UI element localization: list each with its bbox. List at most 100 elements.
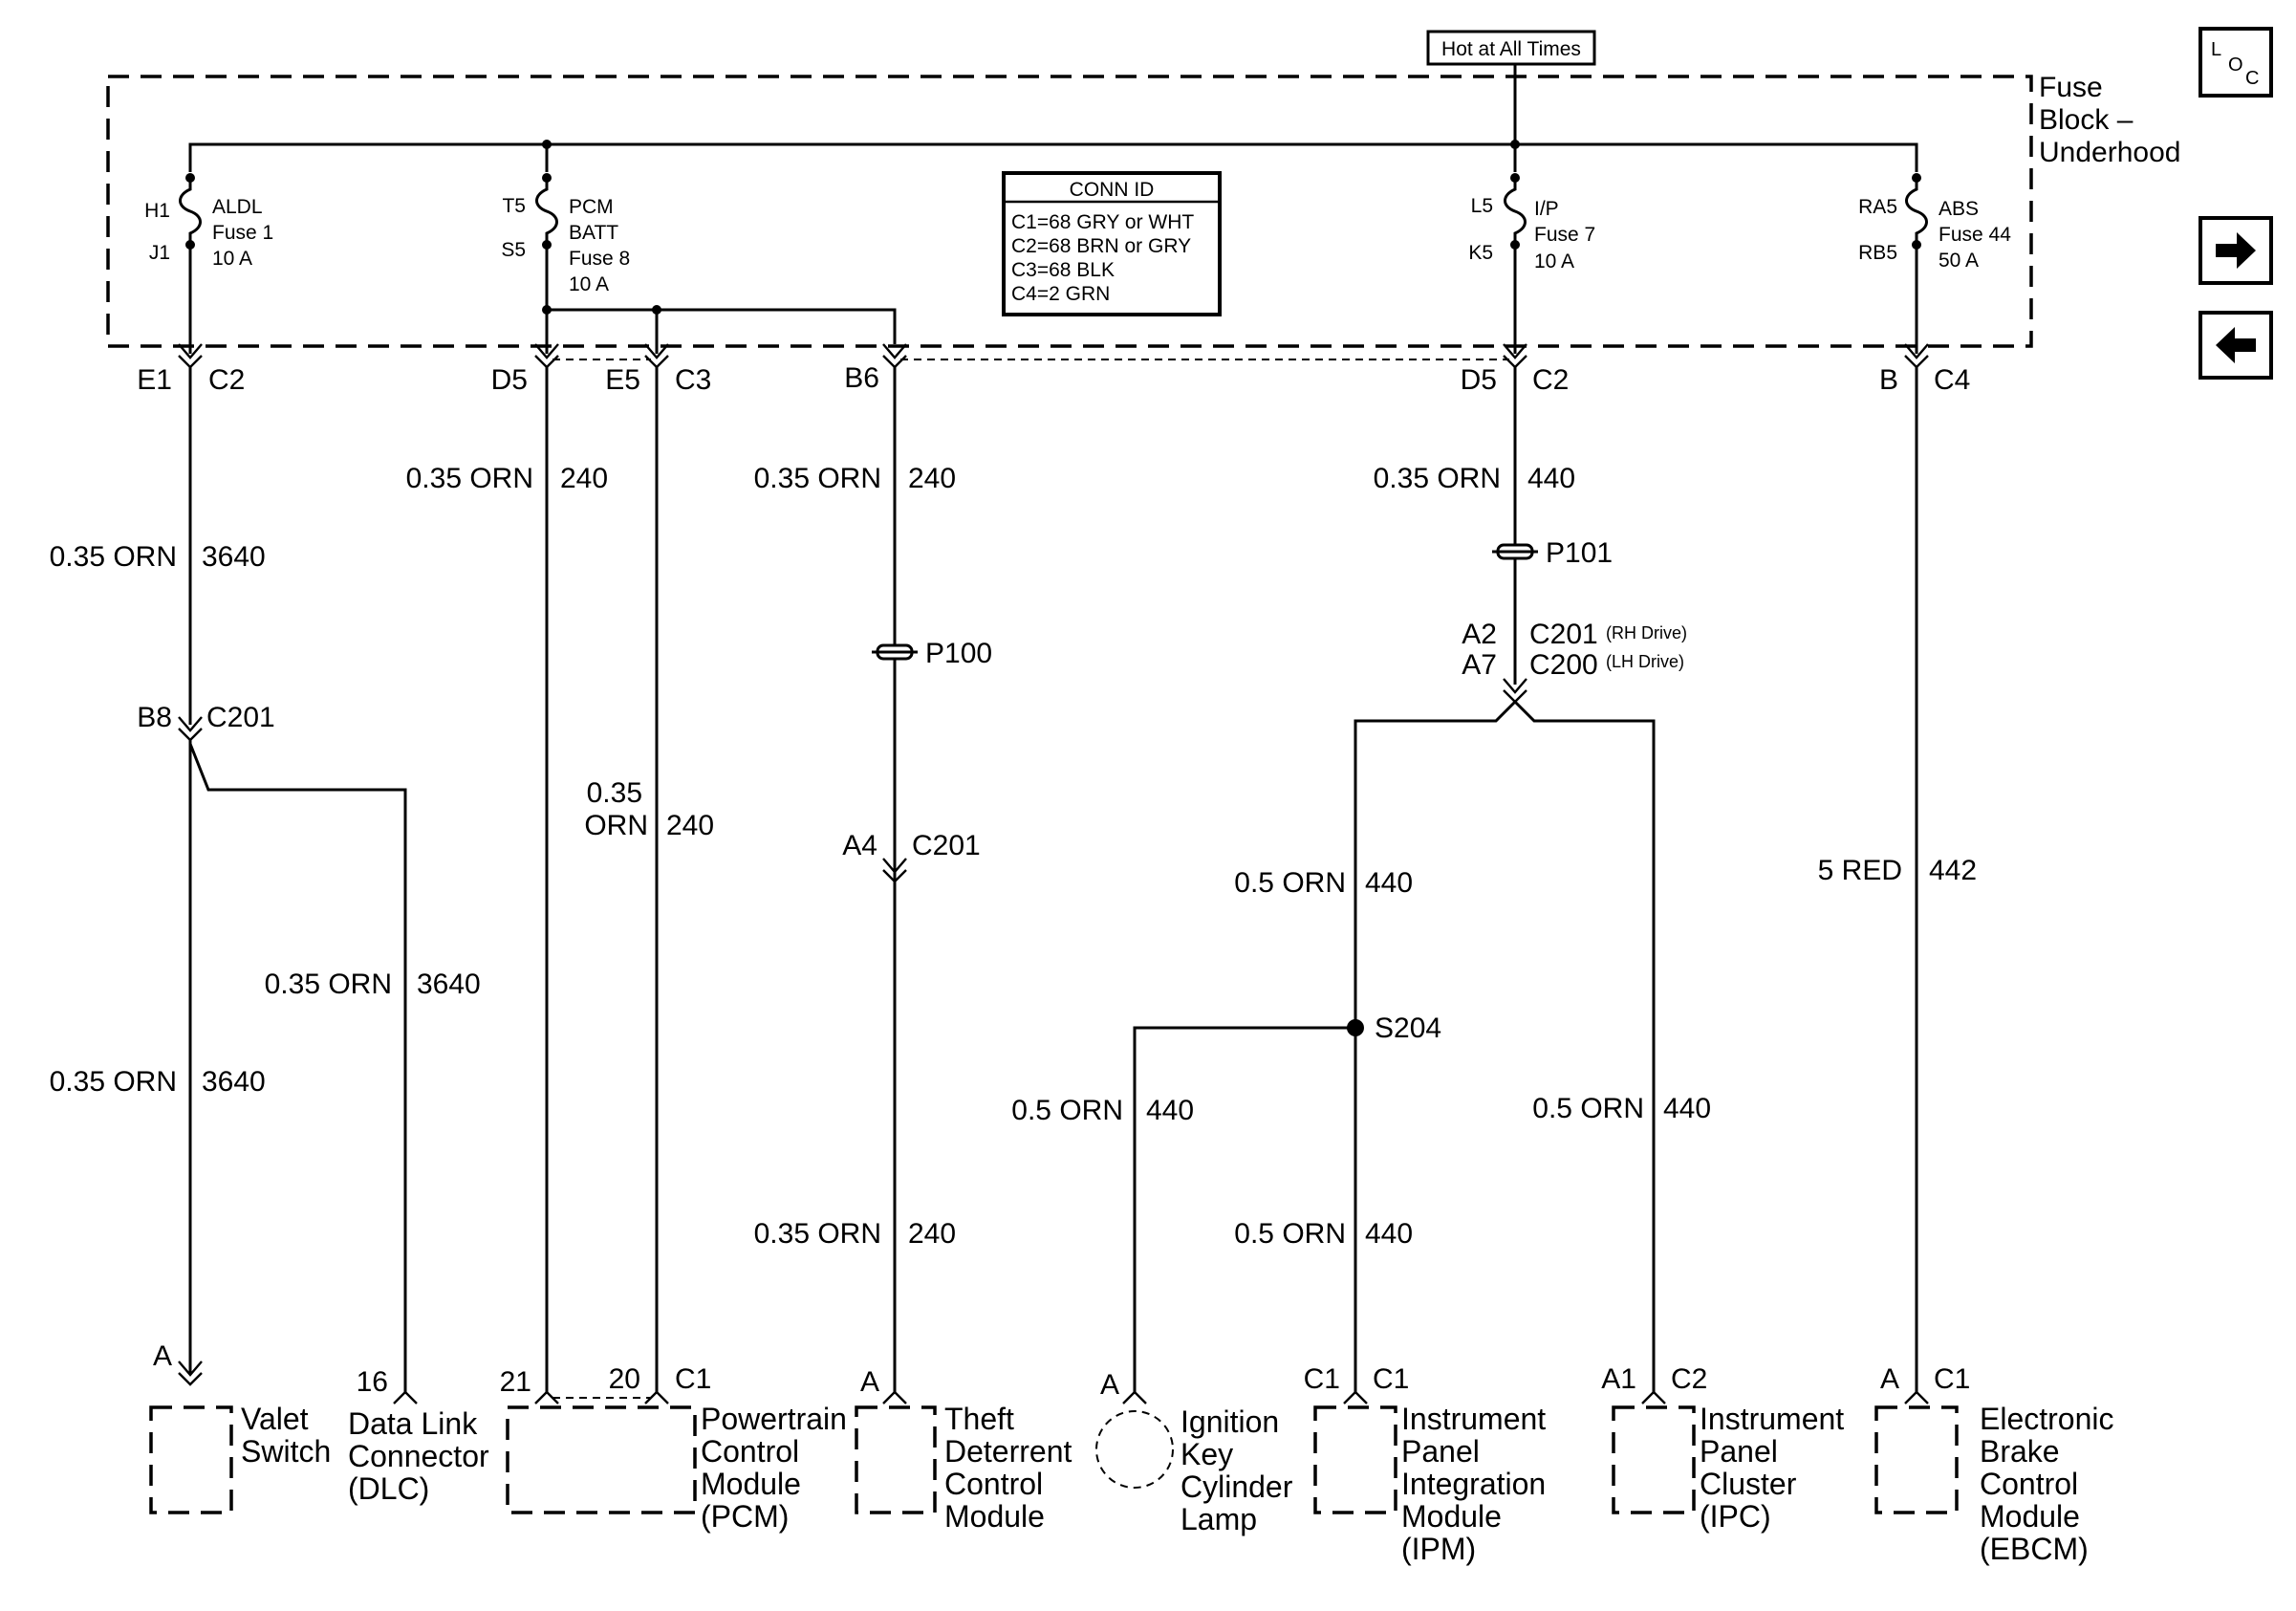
svg-text:C200: C200 — [1529, 649, 1598, 681]
svg-text:440: 440 — [1527, 463, 1575, 494]
splice-dot — [652, 305, 661, 315]
next-page-arrow-icon[interactable] — [2199, 216, 2273, 285]
ipc-label: Instrument Panel Cluster (IPC) — [1700, 1402, 1844, 1534]
svg-text:Module: Module — [1980, 1499, 2080, 1534]
svg-text:Connector: Connector — [348, 1439, 489, 1473]
svg-text:ALDL: ALDL — [212, 196, 263, 218]
ipc-box — [1612, 1405, 1696, 1514]
location-icon[interactable]: L O C — [2199, 27, 2273, 98]
svg-text:Module: Module — [701, 1467, 801, 1501]
battery-bus — [188, 142, 1918, 172]
p100-label: P100 — [925, 638, 992, 669]
svg-text:A7: A7 — [1462, 649, 1497, 681]
svg-text:A: A — [1100, 1369, 1119, 1401]
p101-pass-through-symbol — [1492, 543, 1538, 560]
svg-text:440: 440 — [1365, 1218, 1413, 1250]
svg-text:Lamp: Lamp — [1180, 1502, 1257, 1536]
fuse-symbol-abs — [1905, 173, 1928, 250]
valet-switch-box — [149, 1405, 233, 1514]
svg-text:3640: 3640 — [202, 541, 266, 573]
svg-text:C2: C2 — [1532, 364, 1569, 396]
ipm-branch-wire — [1354, 700, 1517, 1394]
c201-c200-label: A2 A7 C201 (RH Drive) C200 (LH Drive) — [1462, 619, 1687, 681]
svg-text:21: 21 — [500, 1366, 531, 1398]
svg-text:L5: L5 — [1471, 195, 1493, 217]
theft-c201-pin-label: A4 — [842, 830, 877, 861]
svg-text:240: 240 — [560, 463, 608, 494]
fuse-symbol-aldl — [179, 173, 202, 250]
svg-text:B6: B6 — [844, 362, 879, 394]
svg-text:C3: C3 — [675, 364, 711, 396]
svg-text:0.35 ORN: 0.35 ORN — [50, 1066, 177, 1098]
svg-text:240: 240 — [666, 810, 714, 841]
svg-text:C201: C201 — [1529, 619, 1598, 650]
svg-text:0.35 ORN: 0.35 ORN — [754, 463, 881, 494]
dlc-label: Data Link Connector (DLC) — [348, 1406, 489, 1506]
svg-text:Panel: Panel — [1700, 1434, 1778, 1469]
svg-text:0.5 ORN: 0.5 ORN — [1234, 867, 1346, 899]
svg-text:Fuse 8: Fuse 8 — [569, 248, 630, 270]
svg-text:T5: T5 — [502, 195, 526, 217]
svg-text:Fuse: Fuse — [2039, 72, 2103, 103]
svg-text:240: 240 — [908, 463, 956, 494]
svg-text:A1: A1 — [1601, 1363, 1636, 1395]
pcm-fuse-output — [545, 245, 897, 354]
svg-text:E5: E5 — [605, 364, 640, 396]
component-connector-marks — [393, 1390, 1929, 1404]
svg-text:0.35 ORN: 0.35 ORN — [406, 463, 533, 494]
svg-text:PCM: PCM — [569, 196, 614, 218]
svg-text:I/P: I/P — [1534, 198, 1559, 220]
svg-text:Module: Module — [1401, 1499, 1502, 1534]
fuse-aldl-label: H1 J1 ALDL Fuse 1 10 A — [144, 196, 273, 270]
wire-label: 0.35 ORN 240 0.35 ORN 240 — [406, 463, 714, 841]
theft-c201-label: C201 — [912, 830, 981, 861]
svg-text:0.35 ORN: 0.35 ORN — [1374, 463, 1501, 494]
ipm-label: Instrument Panel Integration Module (IPM… — [1401, 1402, 1546, 1566]
c201-pin-label: B8 — [137, 702, 172, 733]
svg-text:RB5: RB5 — [1858, 242, 1897, 264]
theft-c201-connector-mark — [882, 858, 907, 883]
svg-text:440: 440 — [1663, 1093, 1711, 1124]
svg-text:Instrument: Instrument — [1401, 1402, 1546, 1436]
fuse-pcm-label: T5 S5 PCM BATT Fuse 8 10 A — [501, 195, 630, 295]
valet-connector-mark — [178, 1361, 203, 1386]
svg-text:Integration: Integration — [1401, 1467, 1546, 1501]
svg-text:A2: A2 — [1462, 619, 1497, 650]
svg-text:C1: C1 — [1934, 1363, 1970, 1395]
s204-label: S204 — [1375, 1012, 1441, 1044]
c201-label: C201 — [206, 702, 275, 733]
svg-text:C2: C2 — [1671, 1363, 1707, 1395]
ipc-branch-wire — [1513, 700, 1656, 1394]
ignition-lamp-symbol — [1095, 1410, 1174, 1489]
svg-text:Theft: Theft — [944, 1402, 1014, 1436]
svg-text:ORN: ORN — [584, 810, 648, 841]
splice-dot — [542, 140, 552, 149]
fuse-block-outline — [106, 75, 2033, 348]
svg-text:C1: C1 — [1304, 1363, 1340, 1395]
p100-pass-through-symbol — [872, 643, 918, 661]
pcm-label: Powertrain Control Module (PCM) — [701, 1402, 847, 1534]
p101-label: P101 — [1546, 537, 1613, 569]
svg-text:B: B — [1879, 364, 1898, 396]
ipm-box — [1313, 1405, 1397, 1514]
ebcm-label: Electronic Brake Control Module (EBCM) — [1980, 1402, 2114, 1566]
fuse-ip-label: L5 K5 I/P Fuse 7 10 A — [1468, 195, 1595, 272]
svg-text:CONN ID: CONN ID — [1070, 179, 1155, 201]
svg-text:Key: Key — [1180, 1437, 1233, 1471]
svg-text:3640: 3640 — [202, 1066, 266, 1098]
fuse-abs-label: RA5 RB5 ABS Fuse 44 50 A — [1858, 196, 2011, 272]
svg-text:E1: E1 — [137, 364, 172, 396]
svg-text:C1: C1 — [675, 1363, 711, 1395]
svg-text:Fuse 7: Fuse 7 — [1534, 224, 1595, 246]
svg-text:Fuse 1: Fuse 1 — [212, 222, 273, 244]
splice-dot — [542, 305, 552, 315]
svg-text:A: A — [860, 1366, 879, 1398]
previous-page-arrow-icon[interactable] — [2199, 311, 2273, 380]
svg-text:50 A: 50 A — [1939, 250, 1979, 272]
svg-text:Data Link: Data Link — [348, 1406, 478, 1441]
fuse-symbol-ip — [1504, 173, 1527, 250]
svg-text:442: 442 — [1929, 855, 1977, 886]
hot-at-all-times-label: Hot at All Times — [1441, 38, 1581, 60]
wire-label: 5 RED 442 — [1818, 855, 1977, 886]
